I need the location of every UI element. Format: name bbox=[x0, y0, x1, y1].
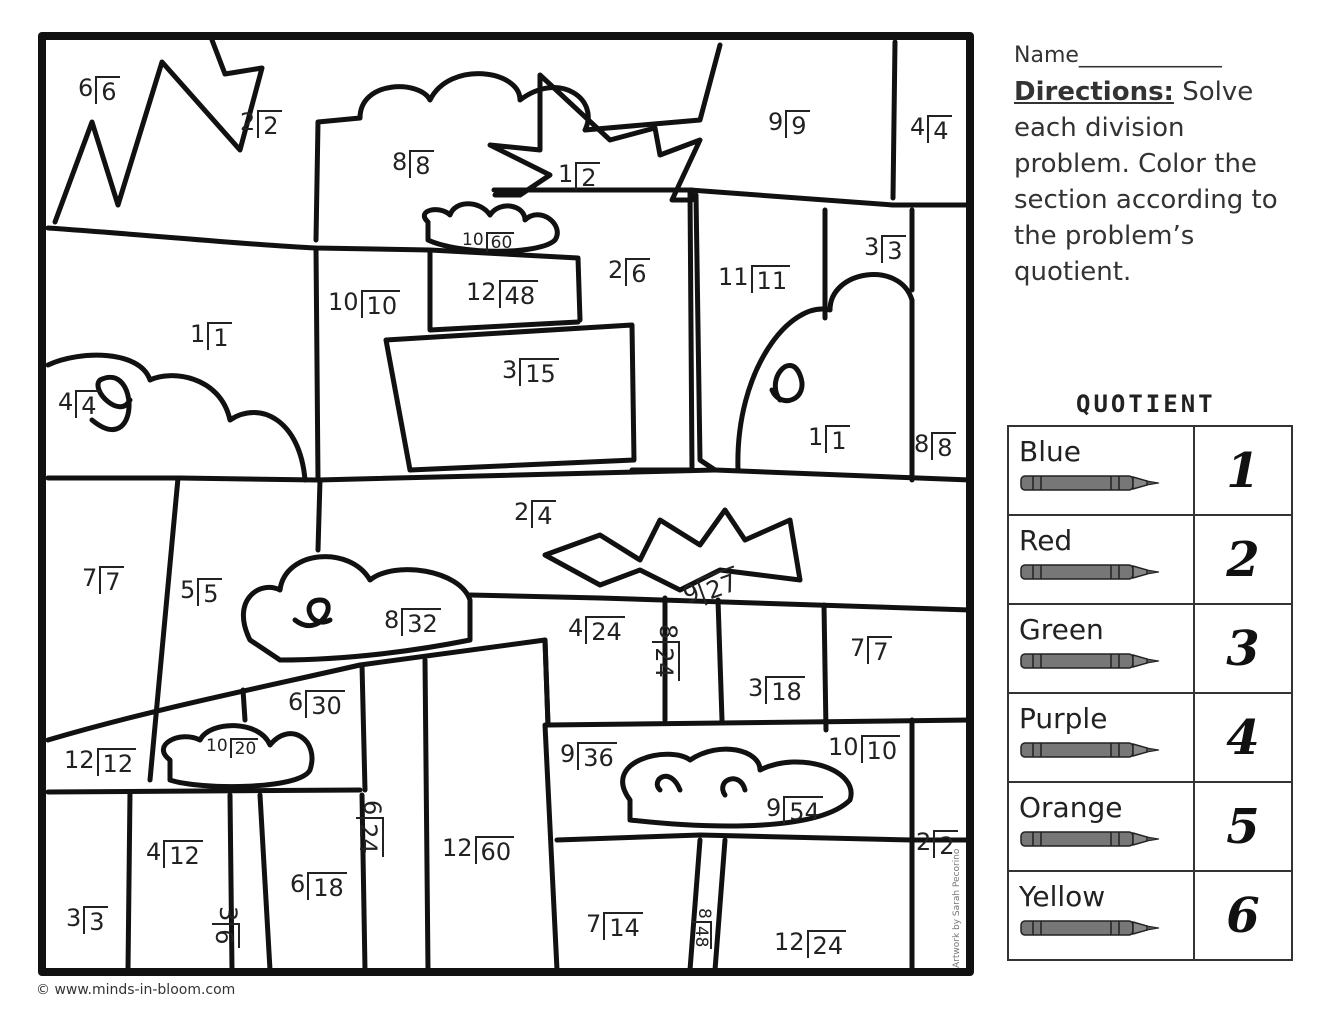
color-name: Yellow bbox=[1019, 880, 1106, 913]
key-row: Green 3 bbox=[1007, 603, 1293, 694]
key-color-cell: Blue bbox=[1007, 425, 1195, 516]
copyright: © www.minds-in-bloom.com bbox=[36, 982, 236, 998]
quotient-value: 6 bbox=[1193, 870, 1293, 961]
color-name: Purple bbox=[1019, 702, 1108, 735]
key-color-cell: Yellow bbox=[1007, 870, 1195, 961]
key-row: Red 2 bbox=[1007, 514, 1293, 605]
quotient-value: 2 bbox=[1193, 514, 1293, 605]
quotient-value: 3 bbox=[1193, 603, 1293, 694]
key-row: Yellow 6 bbox=[1007, 870, 1293, 961]
crayon-icon bbox=[1020, 920, 1160, 936]
crayon-icon bbox=[1020, 564, 1160, 580]
crayon-icon bbox=[1020, 831, 1160, 847]
directions-text: Directions: Solve each division problem.… bbox=[1014, 77, 1278, 287]
key-color-cell: Red bbox=[1007, 514, 1195, 605]
quotient-value: 4 bbox=[1193, 692, 1293, 783]
crayon-icon bbox=[1020, 475, 1160, 491]
key-color-cell: Green bbox=[1007, 603, 1195, 694]
color-name: Orange bbox=[1019, 791, 1123, 824]
color-name: Blue bbox=[1019, 435, 1081, 468]
key-row: Orange 5 bbox=[1007, 781, 1293, 872]
name-field[interactable]: Name_____________ bbox=[1014, 43, 1222, 68]
quotient-value: 1 bbox=[1193, 425, 1293, 516]
key-color-cell: Orange bbox=[1007, 781, 1195, 872]
key-row: Blue 1 bbox=[1007, 425, 1293, 516]
coloring-picture bbox=[38, 32, 974, 976]
color-name: Red bbox=[1019, 524, 1073, 557]
key-color-cell: Purple bbox=[1007, 692, 1195, 783]
crayon-icon bbox=[1020, 653, 1160, 669]
directions-panel: Name_____________ Directions: Solve each… bbox=[1014, 38, 1284, 290]
color-name: Green bbox=[1019, 613, 1104, 646]
artwork-credit: Artwork by Sarah Pecorino bbox=[952, 848, 962, 968]
key-row: Purple 4 bbox=[1007, 692, 1293, 783]
quotient-value: 5 bbox=[1193, 781, 1293, 872]
crayon-icon bbox=[1020, 742, 1160, 758]
quotient-title: QUOTIENT bbox=[1076, 390, 1216, 418]
